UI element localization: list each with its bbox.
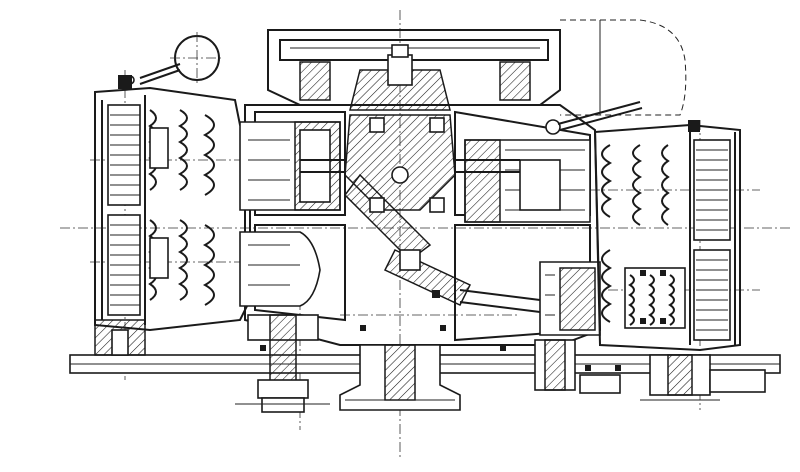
right-pulley-stack [534, 339, 766, 401]
piston-lower-left [239, 231, 321, 307]
right-cylinder-bank [545, 101, 741, 352]
bolt-heads [260, 325, 621, 371]
right-valve-springs [601, 144, 670, 323]
left-valve-springs [148, 109, 215, 306]
top-manifold-housing [267, 29, 561, 111]
crankshaft [300, 114, 541, 313]
piston-lower-right [539, 261, 601, 336]
piston-upper-right [464, 139, 591, 223]
left-pulley-stack [235, 314, 330, 413]
center-pulley [339, 344, 461, 411]
fuel-injector-springs [624, 267, 686, 329]
right-cooling-fins [696, 149, 728, 331]
air-box-outline [560, 19, 687, 116]
left-cooling-fins [110, 114, 140, 306]
left-cylinder-bank [94, 75, 251, 332]
piston-upper-left [239, 121, 341, 211]
